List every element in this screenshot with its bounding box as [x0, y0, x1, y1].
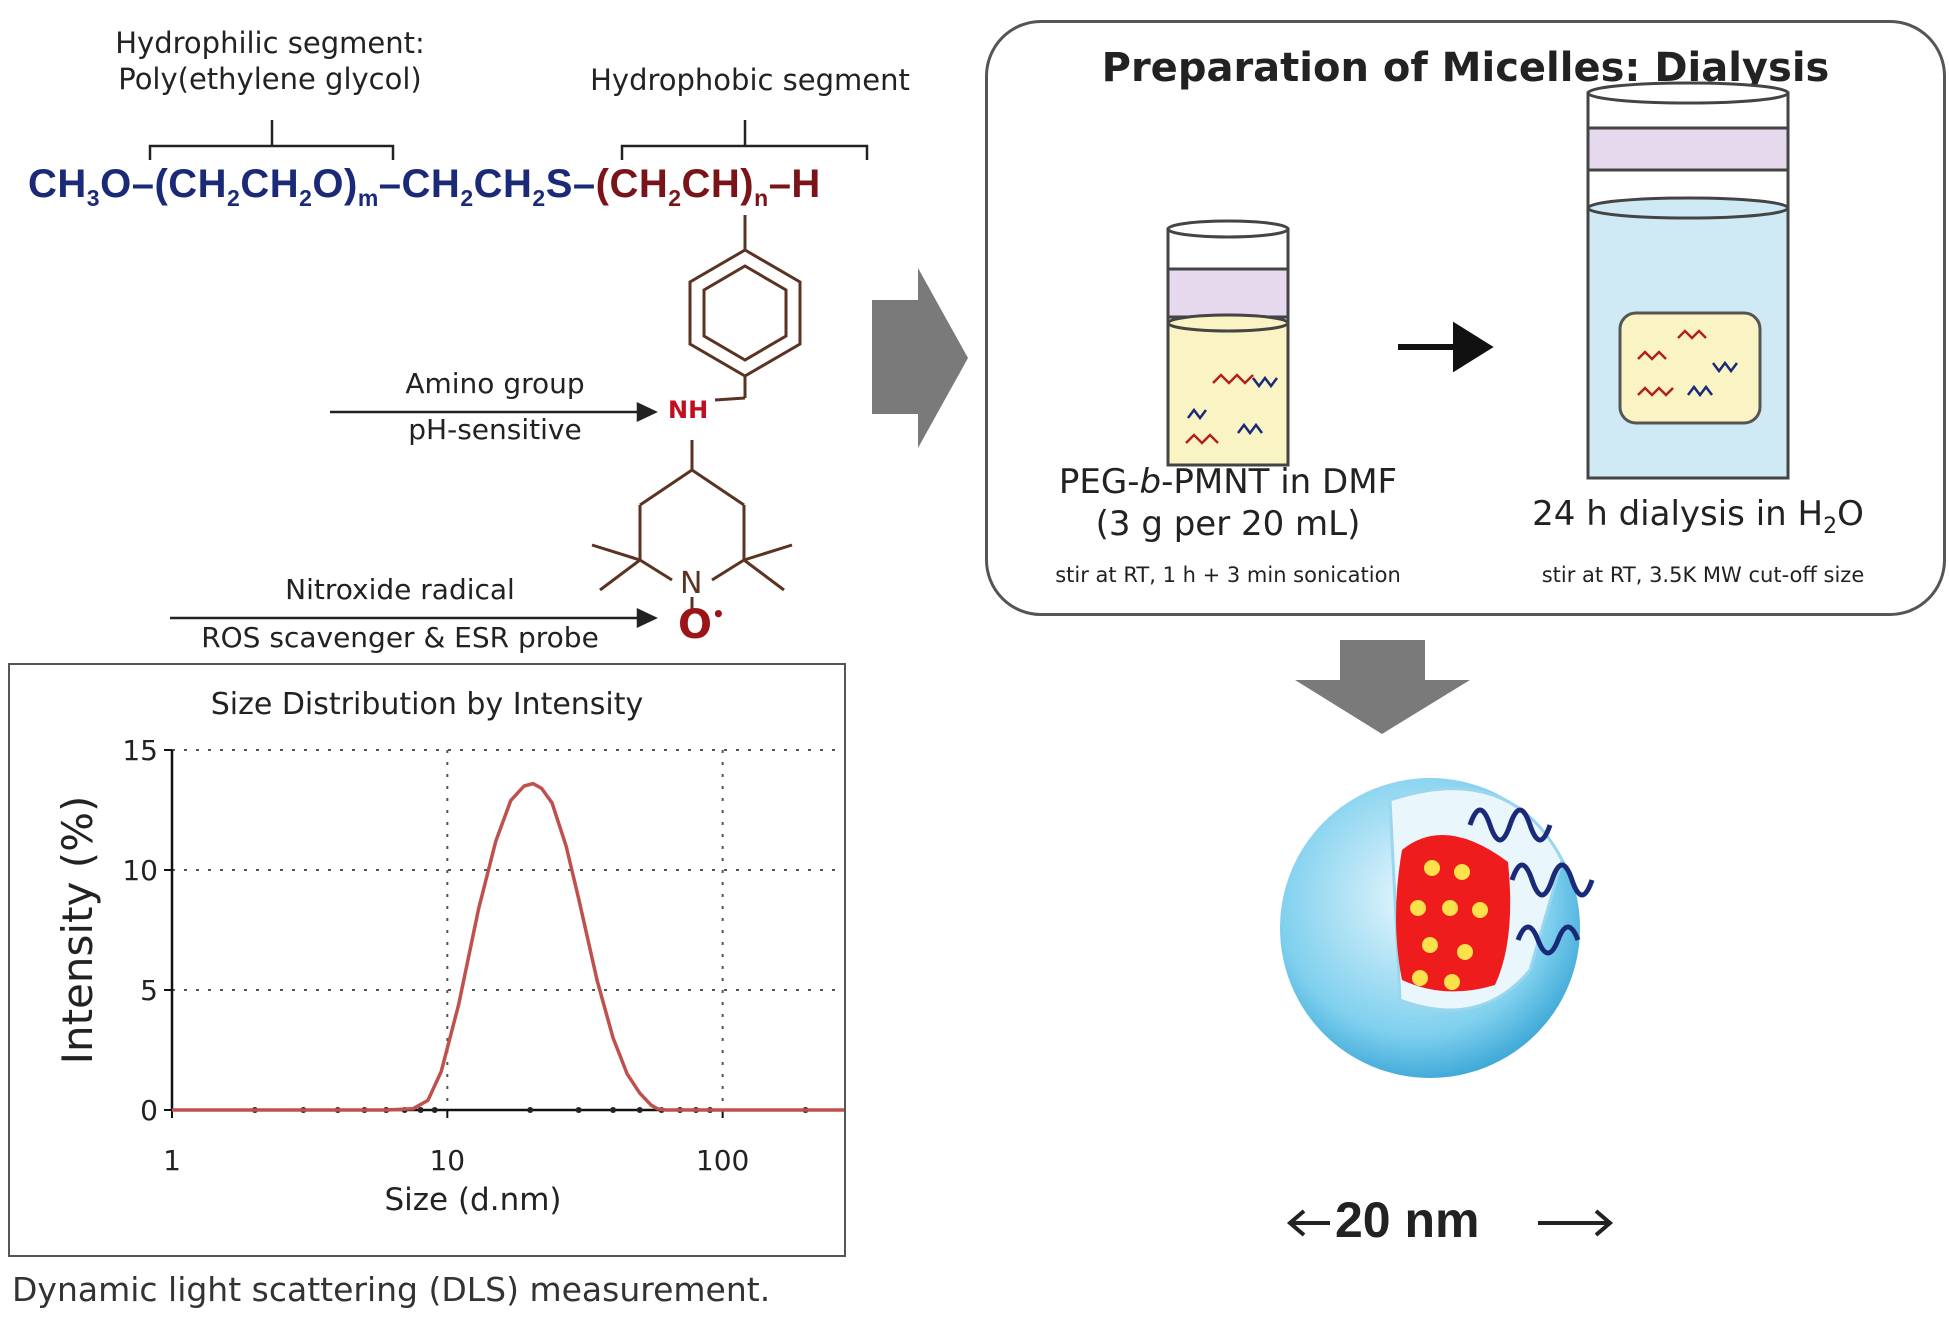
x-minor-tick [575, 1107, 582, 1113]
x-minor-tick [636, 1107, 643, 1113]
nitroxide-arrow [170, 608, 658, 628]
micelle-illustration [1280, 640, 1614, 1237]
amino-group-label: Amino group pH-sensitive [405, 367, 585, 446]
process-arrow [1398, 321, 1494, 373]
x-minor-tick [527, 1107, 534, 1113]
hydrophobic-bracket [620, 120, 869, 160]
preparation-panel: Preparation of Micelles: Dialysis [985, 20, 1946, 616]
hydrophobic-segment-label: Hydrophobic segment [590, 63, 910, 97]
micelle-size-label: 20 nm [1335, 1192, 1480, 1248]
small-beaker-polymers [1185, 373, 1278, 445]
chart-title: Size Distribution by Intensity [210, 687, 644, 722]
y-tick-label: 15 [122, 734, 158, 767]
n-atom: N [680, 566, 703, 601]
o-radical: O• [678, 602, 725, 648]
size-distribution-curve [172, 781, 844, 1112]
amino-arrow [330, 402, 658, 422]
x-minor-tick [417, 1107, 424, 1113]
x-axis-label: Size (d.nm) [384, 1182, 561, 1218]
core-dots [1410, 860, 1488, 990]
y-tick-label: 0 [140, 1094, 158, 1127]
down-arrow [1295, 640, 1470, 734]
x-tick-label: 1 [163, 1144, 181, 1177]
hydrophilic-bracket [148, 120, 395, 160]
right-arrow [872, 268, 968, 448]
beakers-illustration [1166, 81, 1790, 480]
y-axis-label: Intensity (%) [53, 796, 102, 1065]
right-step-note: stir at RT, 3.5K MW cut-off size [1541, 563, 1865, 587]
micelle-sphere [1280, 778, 1595, 1078]
benzene-piperidine-structure [591, 215, 802, 612]
hydrophilic-label-line1: Hydrophilic segment: [115, 26, 425, 60]
size-arrows [1286, 1209, 1614, 1237]
hydrophilic-segment-label: Hydrophilic segment: Poly(ethylene glyco… [70, 25, 470, 97]
large-beaker-polymers [1637, 329, 1738, 398]
y-tick-label: 10 [122, 854, 158, 887]
polymer-formula: CH3O–(CH2CH2O)m–CH2CH2S–(CH2CH)n–H [28, 162, 821, 211]
segment-brackets [148, 120, 968, 628]
x-tick-label: 100 [696, 1144, 749, 1177]
nh-atom: NH [668, 396, 709, 424]
footer-caption: Dynamic light scattering (DLS) measureme… [12, 1270, 771, 1309]
peg-chains [1467, 807, 1595, 956]
small-beaker [1166, 219, 1290, 467]
dls-chart-frame: Size Distribution by Intensity 0 5 10 15 1 10… [8, 663, 846, 1257]
hydrophilic-label-line2: Poly(ethylene glycol) [118, 62, 422, 96]
x-minor-tick [431, 1107, 438, 1113]
left-step-caption: PEG-b-PMNT in DMF (3 g per 20 mL) [1058, 462, 1398, 544]
right-step-caption: 24 h dialysis in H2O [1532, 494, 1864, 539]
left-step-note: stir at RT, 1 h + 3 min sonication [1055, 563, 1401, 587]
y-tick-label: 5 [140, 974, 158, 1007]
nitroxide-label: Nitroxide radical ROS scavenger & ESR pr… [201, 573, 599, 654]
x-tick-label: 10 [429, 1144, 465, 1177]
large-beaker [1586, 81, 1790, 480]
x-minor-tick [610, 1107, 617, 1113]
